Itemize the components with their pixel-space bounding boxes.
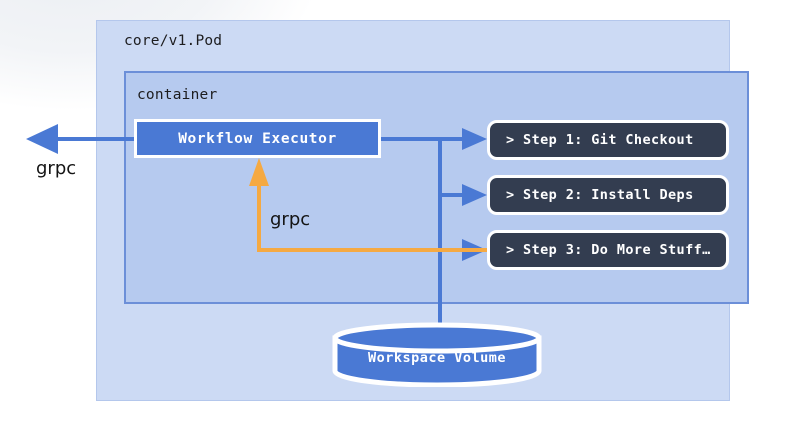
workspace-volume-label: Workspace Volume — [367, 349, 507, 366]
step-box-1[interactable]: > Step 1: Git Checkout — [487, 120, 729, 160]
container-label: container — [137, 87, 218, 103]
edge-label-grpc-internal: grpc — [270, 209, 311, 230]
workflow-executor-box[interactable]: Workflow Executor — [134, 119, 381, 158]
cylinder-icon — [332, 322, 542, 387]
step-box-2[interactable]: > Step 2: Install Deps — [487, 175, 729, 215]
edge-label-grpc-external: grpc — [36, 158, 77, 179]
pod-label: core/v1.Pod — [124, 33, 223, 49]
step-box-3[interactable]: > Step 3: Do More Stuff… — [487, 230, 729, 270]
workspace-volume-shape[interactable]: Workspace Volume — [332, 322, 542, 387]
